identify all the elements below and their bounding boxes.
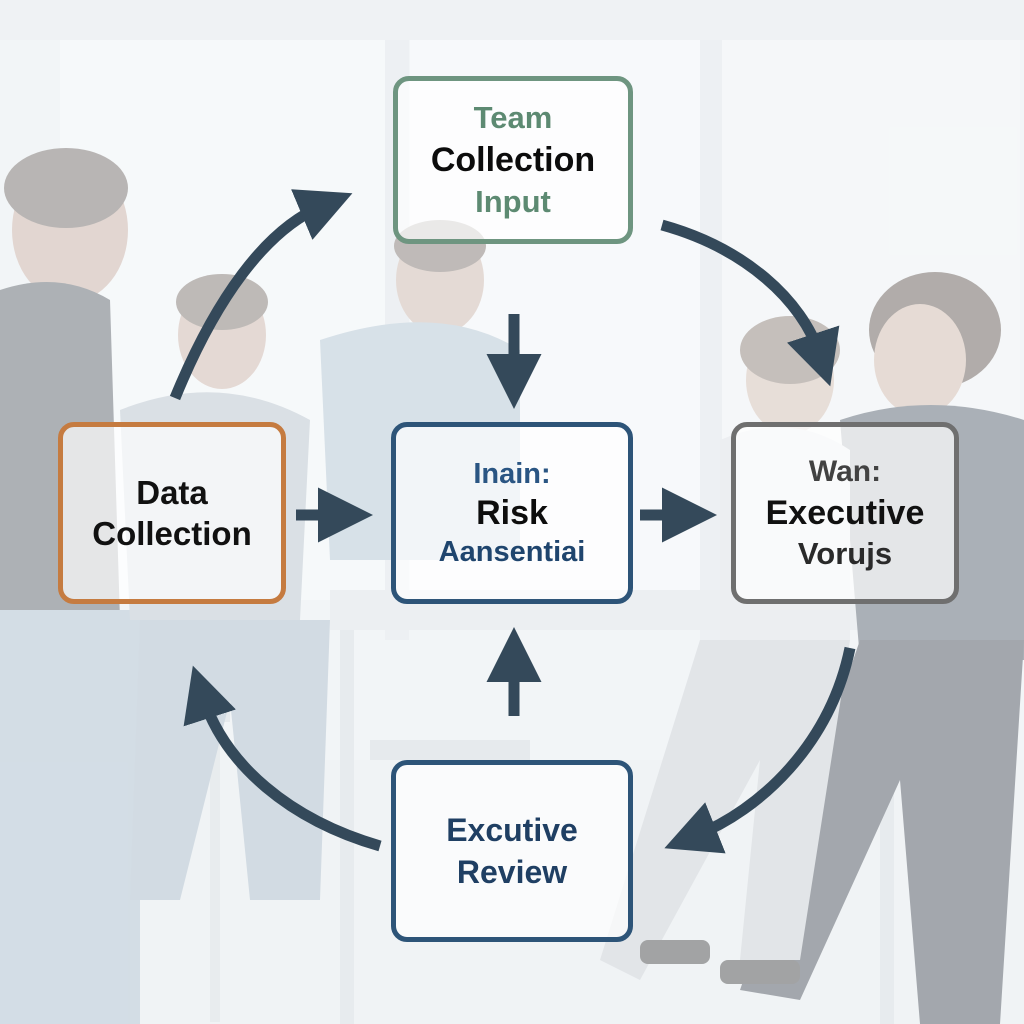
node-label-line: Excutive [446,812,578,848]
node-label-line: Wan: [808,455,882,488]
node-label-line: Review [456,854,568,890]
node-label-line: Inain: [473,458,551,490]
arrow-bottom-to-left [183,665,382,852]
node-team-collection-input: Team Collection Input [393,76,633,244]
node-label-line: Aansentiai [438,536,586,568]
node-label-line: Risk [476,494,548,532]
node-label-line: Input [475,184,551,219]
node-label-line: Vorujs [797,536,893,571]
arrow-top-to-right [660,219,840,387]
node-executive: Wan: Executive Vorujs [731,422,959,604]
node-data-collection: Data Collection [58,422,286,604]
node-label-line: Team [473,100,553,135]
node-label-line: Data [136,474,208,511]
arrow-right-to-bottom [664,646,856,854]
node-executive-review: Excutive Review [391,760,633,942]
arrow-left-to-top [169,189,353,401]
node-label-line: Executive [765,494,925,532]
node-label-line: Collection [92,515,252,552]
node-risk-assessment: Inain: Risk Aansentiai [391,422,633,604]
node-label-line: Collection [430,141,596,179]
